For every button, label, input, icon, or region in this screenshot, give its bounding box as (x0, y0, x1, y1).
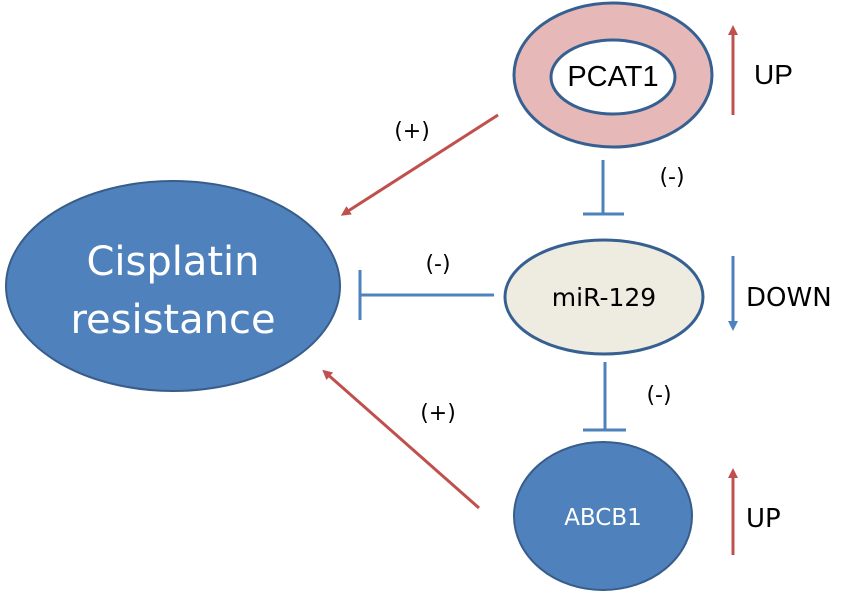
node-cisplatin-resistance: Cisplatin resistance (5, 180, 341, 392)
regulation-abcb1: UP (728, 468, 781, 555)
regulation-mir129: DOWN (728, 256, 832, 331)
edge-sign-label: (+) (420, 401, 456, 426)
regulation-label: DOWN (746, 283, 832, 313)
edge-abcb1-to-cisplatin: (+) (322, 369, 480, 510)
abcb1-label: ABCB1 (564, 505, 642, 531)
activation-arrow (322, 369, 480, 510)
node-abcb1: ABCB1 (513, 441, 693, 591)
edge-sign-label: (-) (646, 383, 671, 408)
regulation-pcat1: UP (728, 25, 793, 115)
regulation-label: UP (746, 504, 781, 534)
edge-sign-label: (-) (659, 165, 684, 190)
regulation-label: UP (754, 59, 793, 90)
edge-mir129-to-cisplatin: (-) (358, 252, 494, 320)
mir129-label: miR-129 (552, 283, 656, 312)
node-pcat1: PCAT1 (512, 1, 714, 149)
activation-arrow (340, 113, 499, 216)
node-mir129: miR-129 (503, 238, 705, 356)
edge-sign-label: (+) (394, 119, 430, 144)
pcat1-label: PCAT1 (567, 61, 658, 93)
edge-pcat1-to-cisplatin: (+) (340, 113, 499, 216)
edge-pcat1-to-mir129: (-) (583, 160, 685, 216)
edge-mir129-to-abcb1: (-) (583, 362, 672, 432)
cisplatin-label-line2: resistance (70, 297, 275, 343)
edge-sign-label: (-) (425, 252, 450, 277)
cisplatin-label-line1: Cisplatin (86, 239, 259, 285)
